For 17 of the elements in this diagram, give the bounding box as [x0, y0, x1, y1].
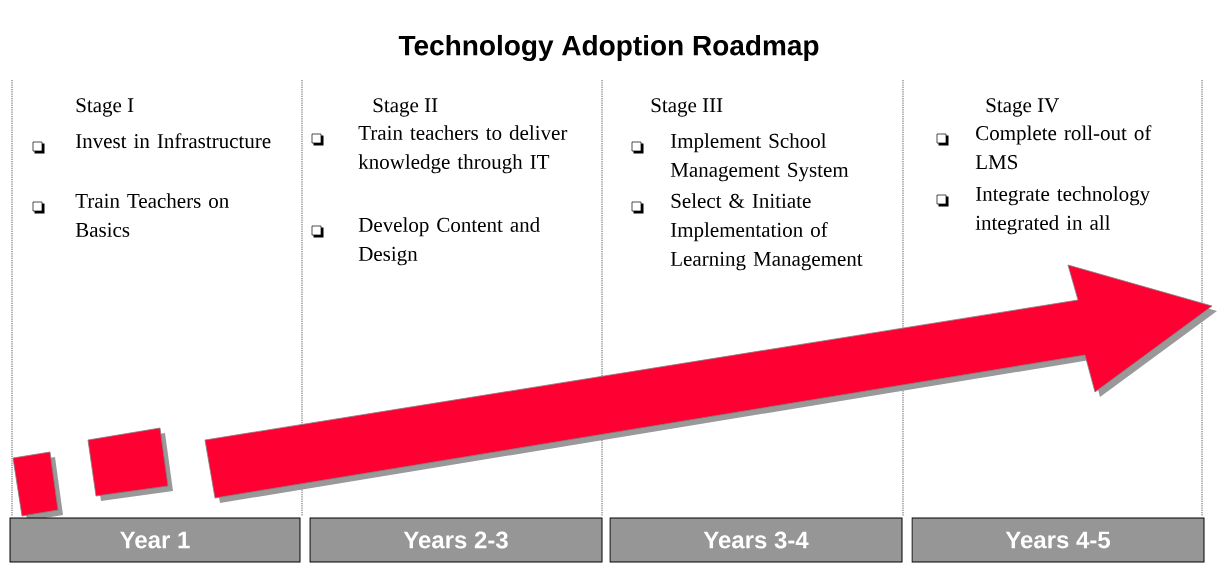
year-box: Years 2-3: [309, 517, 603, 563]
stage-heading: Stage I: [76, 98, 134, 117]
year-box: Years 4-5: [911, 517, 1205, 563]
title: Technology Adoption Roadmap: [398, 34, 819, 62]
stage-heading: Stage III: [651, 98, 723, 117]
year-box: Year 1: [9, 517, 301, 563]
stage-item: Integrate technology integrated in all: [975, 186, 1151, 235]
stage-item: Invest in Infrastructure: [75, 133, 271, 149]
stage-item: Implement School Management System: [670, 133, 849, 182]
stage-item: Develop Content and Design: [358, 217, 540, 266]
stage-item: Train Teachers on Basics: [75, 193, 229, 237]
year-box: Years 3-4: [609, 517, 903, 563]
stage-heading: Stage IV: [986, 98, 1060, 117]
stage-item: Train teachers to deliver knowledge through IT: [358, 125, 568, 174]
stage-item: Complete roll-out of LMS: [975, 125, 1152, 170]
stage-item: Select & Initiate Implementation of Learning Management: [670, 193, 863, 271]
stage-heading: Stage II: [373, 98, 438, 117]
